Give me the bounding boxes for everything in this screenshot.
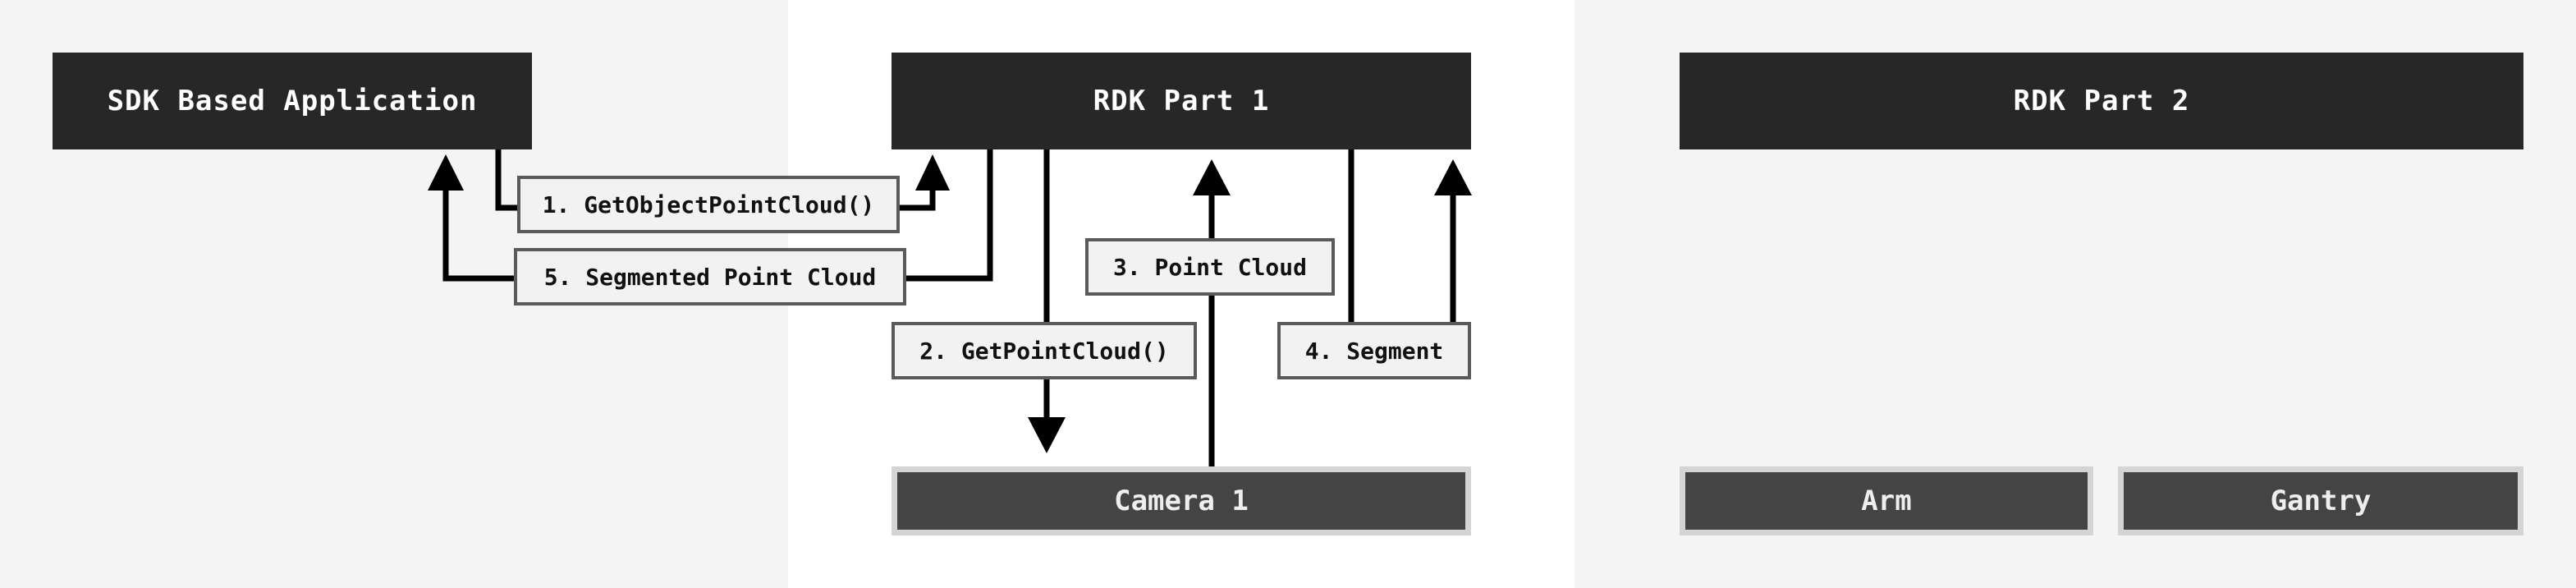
label-step2-get-point-cloud: 2. GetPointCloud() [892,322,1197,379]
arrowhead-step3 [1193,159,1231,195]
label-step3-point-cloud: 3. Point Cloud [1085,238,1335,296]
header-rdk-part-1: RDK Part 1 [892,53,1471,149]
header-sdk-based-application: SDK Based Application [53,53,532,149]
component-gantry: Gantry [2118,466,2523,535]
component-arm: Arm [1680,466,2093,535]
label-step4-segment: 4. Segment [1277,322,1471,379]
arrowhead-step2 [1028,417,1066,453]
arrowhead-step1 [915,154,950,191]
label-step5-segmented-point-cloud: 5. Segmented Point Cloud [514,248,906,305]
arrowhead-step5 [428,154,464,191]
label-step1-get-object-point-cloud: 1. GetObjectPointCloud() [517,176,900,233]
component-camera-1: Camera 1 [892,466,1471,535]
arrowhead-step4 [1434,159,1472,195]
header-rdk-part-2: RDK Part 2 [1680,53,2523,149]
